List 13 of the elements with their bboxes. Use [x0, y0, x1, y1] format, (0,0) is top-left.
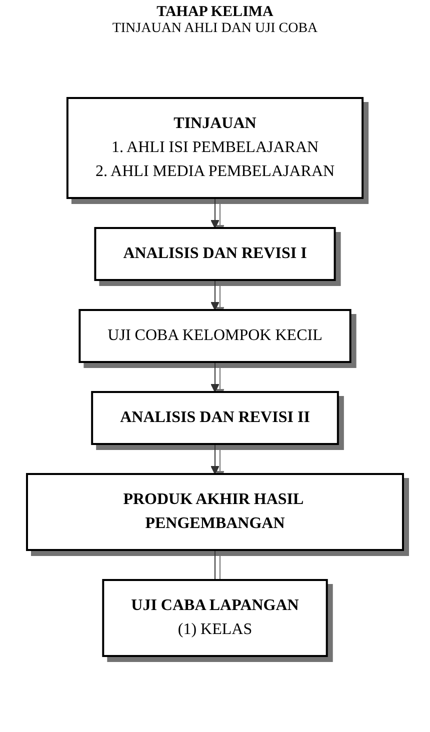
arrow	[210, 198, 220, 228]
node-box: UJI CABA LAPANGAN (1) KELAS	[102, 579, 328, 657]
subtitle: TINJAUAN AHLI DAN UJI COBA	[111, 21, 319, 37]
node-box: ANALISIS DAN REVISI II	[91, 391, 339, 445]
diagram-title: TAHAP KELIMA	[156, 4, 274, 21]
node-box: ANALISIS DAN REVISI I	[94, 227, 336, 281]
node-box: PRODUK AKHIR HASIL PENGEMBANGAN	[26, 473, 404, 551]
node-box: UJI COBA KELOMPOK KECIL	[78, 309, 352, 363]
connector	[214, 550, 216, 580]
arrow	[210, 362, 220, 392]
arrow	[210, 280, 220, 310]
arrow	[210, 444, 220, 474]
node-box: TINJAUAN 1. AHLI ISI PEMBELAJARAN 2. AHLI MEDIA PEMBELAJARAN	[66, 97, 364, 199]
